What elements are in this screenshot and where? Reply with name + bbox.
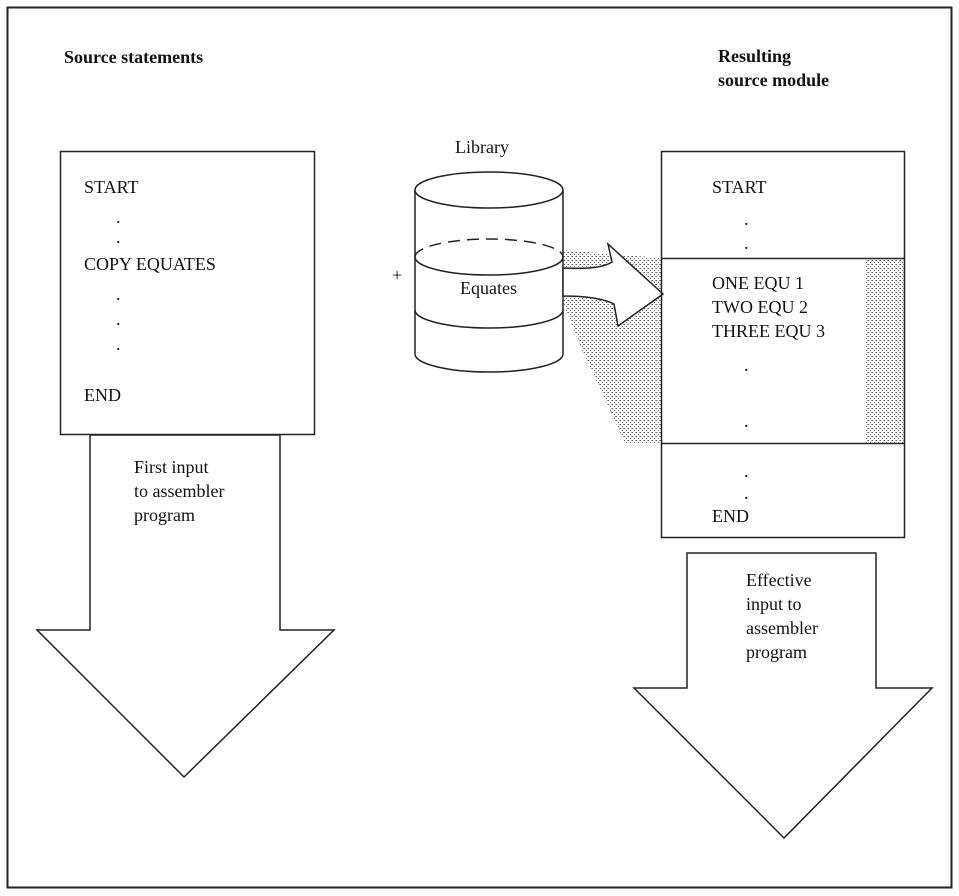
copied-line-two: TWO EQU 2	[712, 297, 808, 317]
equates-member-label: Equates	[460, 278, 517, 298]
ellipsis-dot: .	[744, 411, 749, 431]
ellipsis-dot: .	[744, 483, 749, 503]
copied-line-three: THREE EQU 3	[712, 321, 825, 341]
ellipsis-dot: .	[744, 209, 749, 229]
ellipsis-dot: .	[744, 355, 749, 375]
first-input-arrow	[35, 434, 336, 779]
plus-sign: +	[392, 265, 403, 285]
outer-frame	[6, 6, 953, 889]
effective-input-label: Effective input to assembler program	[746, 570, 818, 662]
copied-line-one: ONE EQU 1	[712, 273, 804, 293]
ellipsis-dot: .	[116, 227, 121, 247]
library-label: Library	[455, 137, 509, 157]
library-cylinder	[414, 171, 564, 373]
copy-equates-statement: COPY EQUATES	[84, 254, 216, 274]
copy-arrow	[562, 241, 665, 328]
ellipsis-dot: .	[116, 334, 121, 354]
resulting-module-heading: Resulting source module	[718, 46, 830, 90]
effective-input-arrow	[632, 552, 934, 840]
module-end: END	[712, 506, 749, 526]
ellipsis-dot: .	[116, 207, 121, 227]
ellipsis-dot: .	[744, 233, 749, 253]
resulting-module-box	[660, 150, 906, 539]
ellipsis-dot: .	[116, 309, 121, 329]
ellipsis-dot: .	[744, 461, 749, 481]
source-statements-heading: Source statements	[64, 47, 204, 67]
copied-right-shading	[866, 258, 904, 443]
ellipsis-dot: .	[116, 284, 121, 304]
module-start: START	[712, 177, 767, 197]
source-statements-box	[59, 150, 316, 436]
end-statement: END	[84, 385, 121, 405]
start-statement: START	[84, 177, 139, 197]
first-input-label: First input to assembler program	[134, 457, 225, 525]
